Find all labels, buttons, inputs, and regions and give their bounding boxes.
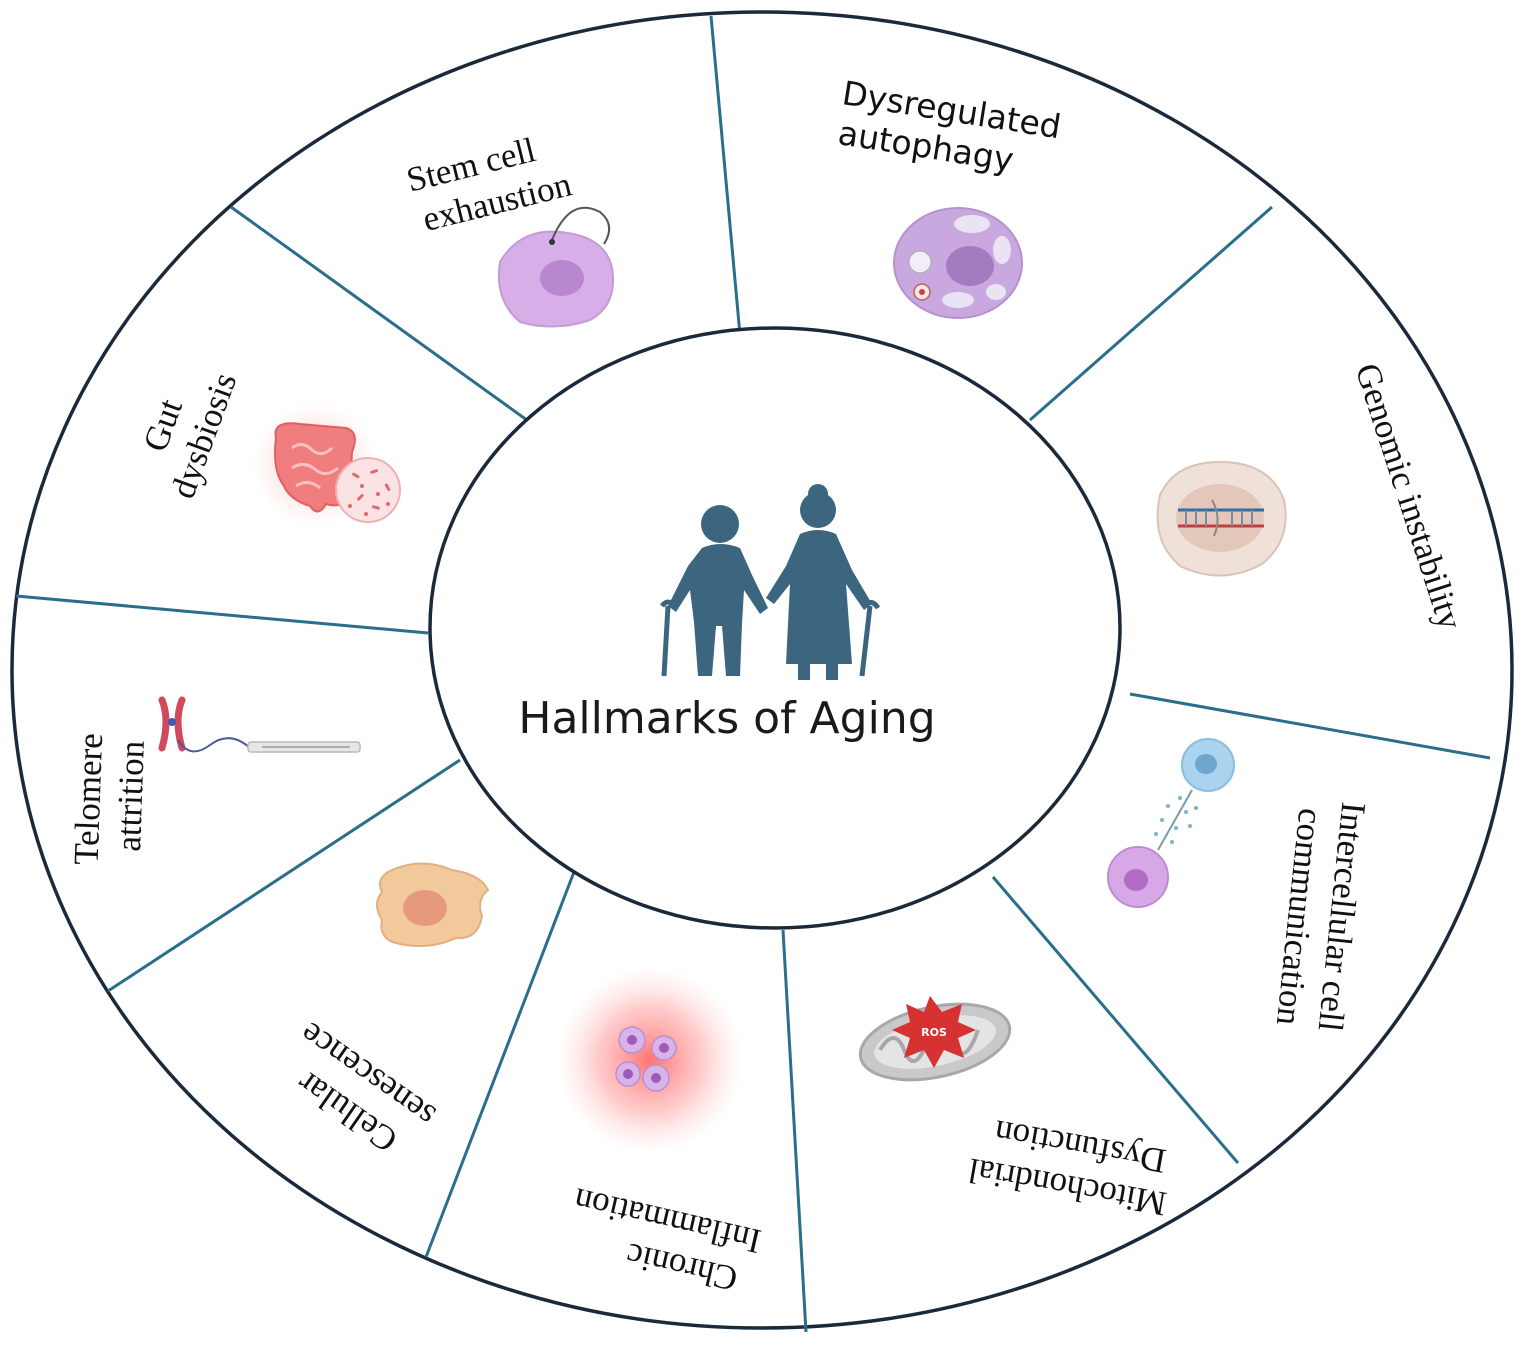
dna-nucleus-icon	[1156, 460, 1287, 577]
divider-line	[424, 871, 576, 1258]
intestine-bacteria-icon	[250, 400, 401, 530]
elderly-couple-icon	[660, 484, 881, 680]
ros-burst-icon	[892, 996, 976, 1068]
cell-signaling-icon	[1107, 738, 1235, 908]
label-telomere-attrition: Telomere attrition	[67, 724, 153, 867]
inflammation-icon	[555, 965, 745, 1155]
divider-line	[781, 929, 808, 1333]
chromosome-telomere-icon	[158, 696, 361, 753]
divider-line	[1029, 205, 1273, 422]
divider-line	[709, 15, 742, 336]
divider-line	[15, 594, 429, 635]
divider-line	[1129, 692, 1491, 760]
center-title: Hallmarks of Aging	[518, 693, 935, 744]
divider-line	[230, 205, 532, 425]
center-circle	[428, 326, 1122, 930]
autophagy-cell-icon	[893, 207, 1023, 319]
stem-cell-icon	[497, 206, 614, 328]
divider-line	[107, 758, 461, 993]
label-line: Telomere	[67, 733, 111, 866]
ros-badge: ROS	[921, 1026, 947, 1039]
segment-dividers	[15, 15, 1491, 1333]
mitochondrion-ros-icon: ROS	[858, 996, 1012, 1082]
divider-line	[991, 876, 1240, 1164]
senescent-cell-icon	[376, 862, 490, 947]
label-line: attrition	[109, 740, 152, 852]
